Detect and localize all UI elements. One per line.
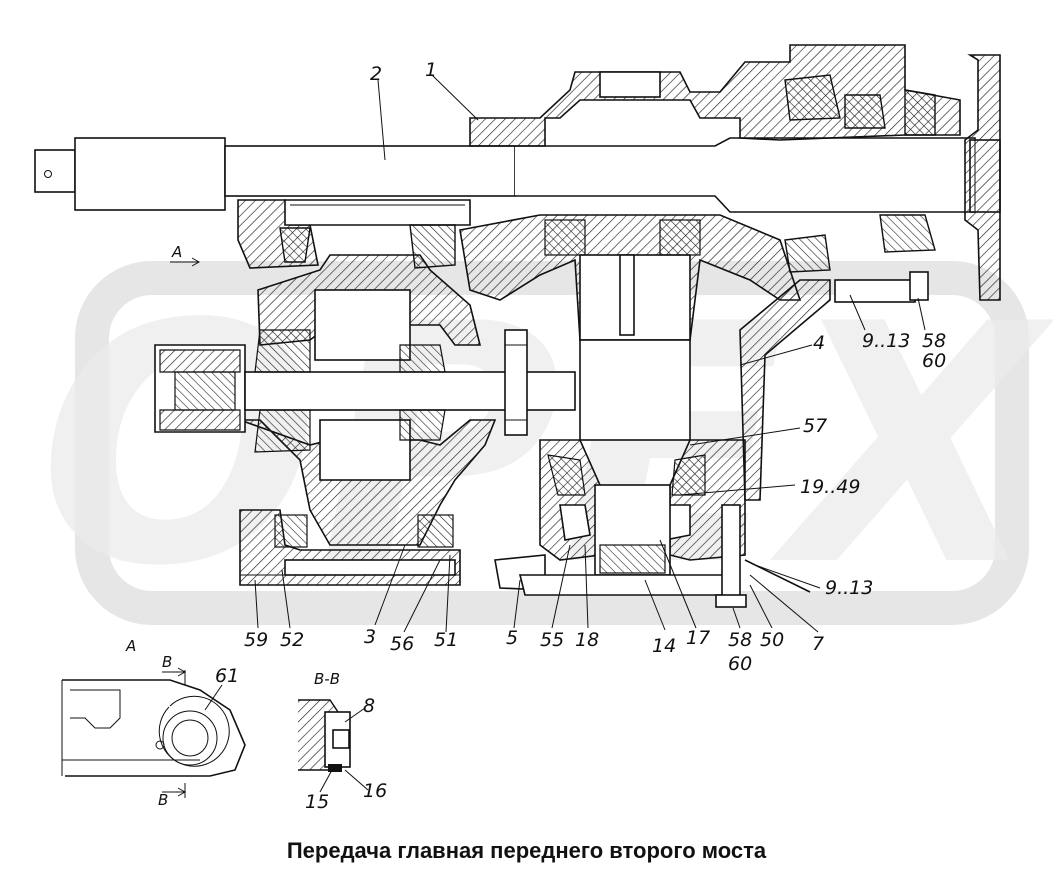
label-part-14: 14 (652, 635, 676, 657)
label-part-19-49: 19..49 (800, 476, 860, 498)
label-part-8: 8 (363, 695, 375, 717)
label-part-56: 56 (390, 633, 414, 655)
label-part-9-13-top: 9..13 (862, 330, 910, 352)
label-part-55: 55 (540, 629, 564, 651)
label-part-58-bottom: 58 (728, 629, 752, 651)
label-part-7: 7 (812, 633, 824, 655)
label-part-52: 52 (280, 629, 304, 651)
svg-text:В: В (162, 653, 172, 671)
label-part-17: 17 (686, 627, 710, 649)
drawing-caption: Передача главная переднего второго моста (286, 838, 767, 863)
view-arrow-a: А (170, 243, 201, 267)
label-part-51: 51 (434, 629, 458, 651)
label-part-60-top: 60 (922, 350, 946, 372)
leader-lines (254, 74, 926, 633)
input-shaft (34, 137, 1001, 213)
svg-text:В: В (158, 791, 168, 809)
label-part-58-top: 58 (922, 330, 946, 352)
main-assembly (34, 44, 1001, 608)
label-part-2: 2 (370, 63, 382, 85)
label-part-61: 61 (215, 665, 239, 687)
section-title: В-В (314, 670, 340, 688)
label-part-18: 18 (575, 629, 599, 651)
label-part-1: 1 (425, 59, 437, 81)
part-labels: 2 1 4 57 19..49 9..13 58 60 9..13 59 52 … (244, 59, 946, 675)
upper-housing (469, 44, 1001, 301)
label-part-60-bottom: 60 (728, 653, 752, 675)
lower-left-housing (239, 509, 461, 586)
label-part-50: 50 (760, 629, 784, 651)
label-part-3: 3 (364, 626, 376, 648)
flange-bolt (715, 504, 811, 608)
detail-a: А В В 61 (61, 637, 246, 809)
label-part-57: 57 (803, 415, 827, 437)
label-part-9-13-bottom: 9..13 (825, 577, 873, 599)
upper-pinion-bearing (784, 74, 936, 273)
right-housing (739, 271, 929, 501)
label-part-15: 15 (305, 791, 329, 813)
label-part-16: 16 (363, 780, 387, 802)
differential-case (154, 254, 576, 546)
label-part-5: 5 (506, 627, 518, 649)
section-b-b: В-В 8 15 16 (298, 670, 387, 813)
ring-gear-assembly (459, 214, 802, 441)
svg-text:А: А (171, 243, 182, 261)
label-part-59: 59 (244, 629, 268, 651)
label-part-4: 4 (813, 332, 825, 354)
detail-a-title: А (125, 637, 136, 655)
watermark-logo: OPEX (39, 254, 1053, 638)
